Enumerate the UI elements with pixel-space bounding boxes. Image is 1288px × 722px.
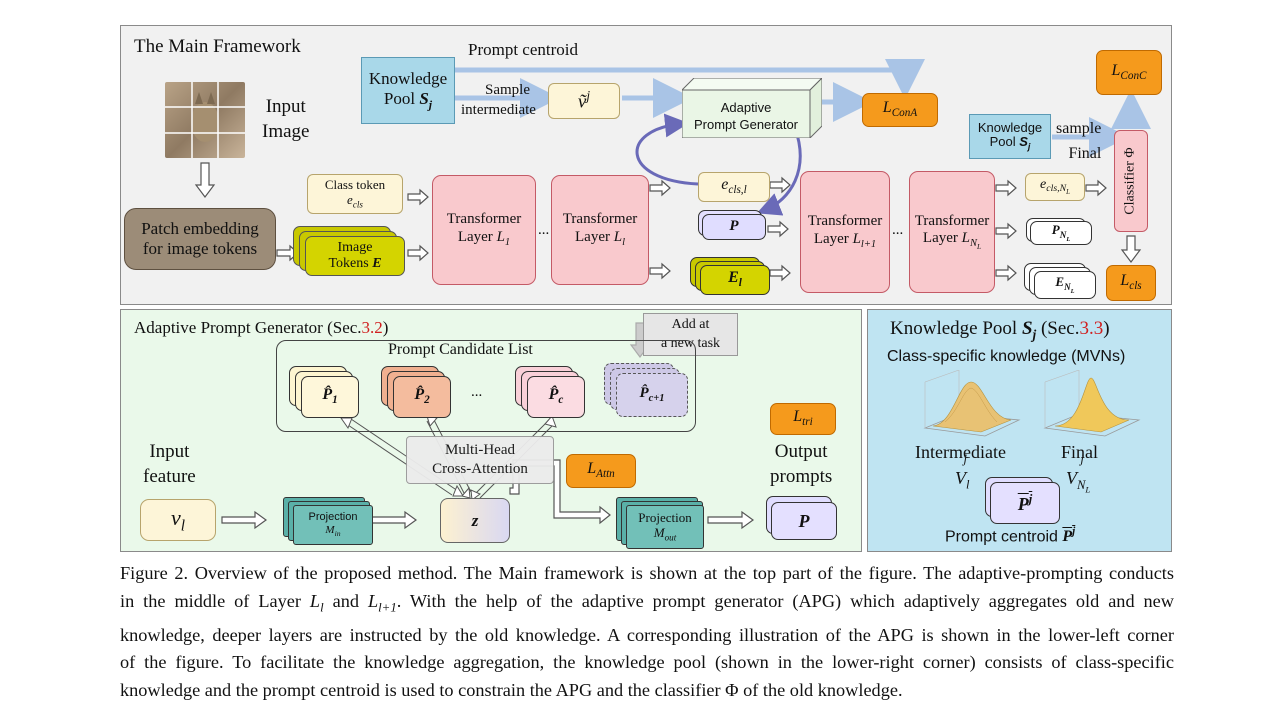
loss-cona-box: LConA <box>862 93 938 127</box>
loss-tri-box: Ltri <box>770 403 836 435</box>
prompt-centroid-label: Prompt centroid <box>468 40 579 59</box>
intermediate-label: Intermediate <box>915 442 1006 462</box>
knowledge-pool-box: Knowledge Pool Sj <box>361 57 455 124</box>
fox-image <box>165 82 245 158</box>
loss-cls-box: Lcls <box>1106 265 1156 301</box>
final-label: Final <box>1061 442 1099 462</box>
kp-title: Knowledge Pool Sj (Sec.3.3) <box>890 318 1110 342</box>
loss-attn-box: LAttn <box>566 454 636 488</box>
figure-caption: Figure 2. Overview of the proposed metho… <box>120 560 1174 705</box>
knowledge-pool-panel <box>867 309 1172 552</box>
e-nl-box: ENL <box>1034 271 1096 299</box>
image-tokens-box: Image Tokens E <box>305 236 405 276</box>
input-image-thumbnail <box>165 82 245 158</box>
z-box: z <box>440 498 510 543</box>
caption-line-2: in the middle of Layer Ll and Ll+1. With… <box>120 590 1174 615</box>
transformer-layer-1: Transformer Layer L1 <box>432 175 536 285</box>
transformer-layer-l-plus-1: Transformer Layer Ll+1 <box>800 171 890 293</box>
prompt-centroid-arrow <box>455 59 925 99</box>
intermediate-gaussian-plot <box>923 370 1021 437</box>
prompt-p-box: P <box>702 214 766 240</box>
candidate-p2: P̂2 <box>393 376 451 418</box>
loss-conc-box: LConC <box>1096 50 1162 95</box>
candidate-ellipsis: ... <box>471 384 483 400</box>
ellipsis-2: ... <box>892 222 904 238</box>
candidate-pc: P̂c <box>527 376 585 418</box>
feature-to-apg-curve <box>635 113 699 186</box>
e-cls-l-box: ecls,l <box>698 172 770 202</box>
apg-to-prompt-curve <box>756 127 802 216</box>
caption-line-4: of the figure. To facilitate the knowled… <box>120 652 1174 673</box>
prompt-candidate-list-title: Prompt Candidate List <box>384 341 537 359</box>
v-tilde-box: ṽj <box>548 83 620 119</box>
caption-line-1: Figure 2. Overview of the proposed metho… <box>120 563 1174 583</box>
p-nl-box: PNL <box>1030 221 1092 245</box>
v-nl-j-label: VNLj <box>1066 452 1091 495</box>
v-l-j-label: Vlj <box>955 452 970 492</box>
final-gaussian-plot <box>1043 370 1141 437</box>
e-l-box: El <box>700 265 770 295</box>
caption-line-5: knowledge and the prompt centroid is use… <box>120 680 903 701</box>
v-l-box: vl <box>140 499 216 541</box>
caption-line-3: knowledge, deeper layers are instructed … <box>120 624 1174 645</box>
transformer-layer-nl: Transformer Layer LNL <box>909 171 995 293</box>
class-token-box: Class token ecls <box>307 174 403 214</box>
knowledge-pool-small-box: Knowledge Pool Sj <box>969 114 1051 159</box>
e-cls-nl-box: ecls,NL <box>1025 173 1085 201</box>
patch-embedding-box: Patch embedding for image tokens <box>124 208 276 270</box>
apg-title: Adaptive Prompt Generator (Sec.3.2) <box>134 318 389 337</box>
class-specific-knowledge-label: Class-specific knowledge (MVNs) <box>887 348 1126 365</box>
output-p-box: P <box>771 502 837 540</box>
candidate-p1: P̂1 <box>301 376 359 418</box>
prompt-centroid-kp-label: Prompt centroid Pj <box>945 526 1076 546</box>
ellipsis-1: ... <box>538 222 550 238</box>
prompt-centroid-box: Pj <box>990 482 1060 524</box>
prompt-candidate-list <box>276 340 696 432</box>
main-framework-title: The Main Framework <box>134 36 301 57</box>
apg-3d-shape <box>680 76 824 140</box>
classifier-box: Classifier Φ <box>1114 130 1148 232</box>
candidate-pc-plus-1: P̂c+1 <box>616 373 688 417</box>
transformer-layer-l: Transformer Layer Ll <box>551 175 649 285</box>
